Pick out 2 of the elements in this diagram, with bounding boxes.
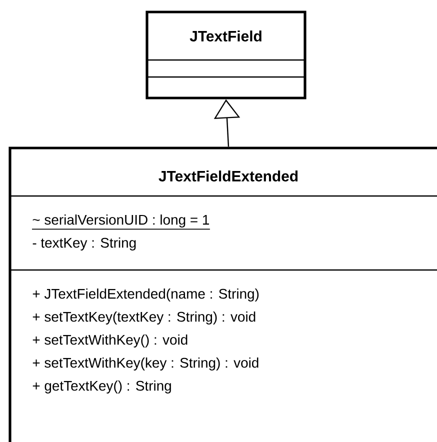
class-box: JTextFieldExtended ~ serialVersionUID : long = 1 - textKey : String + JTextFieldExtended(name : String) + setTextKey(textKey : String) : void + setTextWithKey() : void + setTextWithKey(key : String) : void + getTextKey() : String bbox=[8, 146, 437, 442]
class-box: JTextField bbox=[146, 10, 306, 100]
